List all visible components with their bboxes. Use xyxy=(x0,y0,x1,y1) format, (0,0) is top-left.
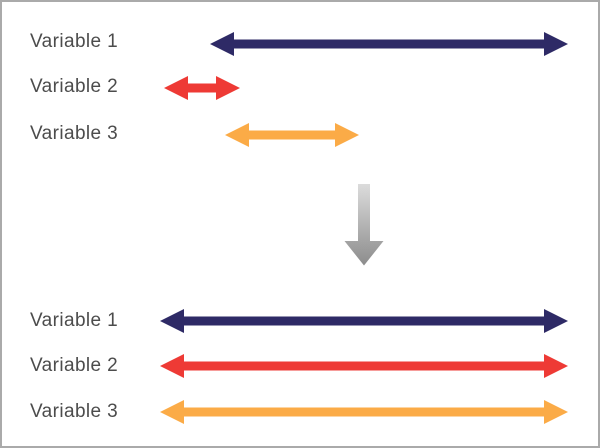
arrow-shaft xyxy=(180,361,548,371)
arrow-shaft xyxy=(245,130,339,140)
arrow-head-right xyxy=(544,309,568,333)
before-label-variable-2: Variable 2 xyxy=(30,76,119,97)
arrow-head-left xyxy=(164,76,188,100)
before-range-arrow-variable-1 xyxy=(210,32,568,56)
after-range-arrow-variable-1 xyxy=(160,309,568,333)
after-label-variable-1: Variable 1 xyxy=(30,310,119,331)
arrow-shaft xyxy=(180,316,548,326)
after-range-arrow-variable-3 xyxy=(160,400,568,424)
arrow-head-left xyxy=(160,400,184,424)
before-range-arrow-variable-2 xyxy=(164,76,240,100)
before-label-variable-3: Variable 3 xyxy=(30,123,119,144)
arrow-head-left xyxy=(225,123,249,147)
arrow-head-right xyxy=(544,400,568,424)
arrow-head-right xyxy=(544,32,568,56)
arrow-head-right xyxy=(335,123,359,147)
down-arrow-shape xyxy=(344,184,384,266)
down-arrow-icon xyxy=(344,184,384,266)
arrow-head-left xyxy=(160,354,184,378)
arrow-shaft xyxy=(230,39,548,49)
before-label-variable-1: Variable 1 xyxy=(30,31,119,52)
arrow-head-right xyxy=(544,354,568,378)
after-label-variable-3: Variable 3 xyxy=(30,401,119,422)
after-label-variable-2: Variable 2 xyxy=(30,355,119,376)
arrow-shaft xyxy=(180,407,548,417)
arrow-head-left xyxy=(210,32,234,56)
before-range-arrow-variable-3 xyxy=(225,123,359,147)
arrow-head-right xyxy=(216,76,240,100)
arrow-shaft xyxy=(184,83,220,93)
arrow-head-left xyxy=(160,309,184,333)
after-range-arrow-variable-2 xyxy=(160,354,568,378)
